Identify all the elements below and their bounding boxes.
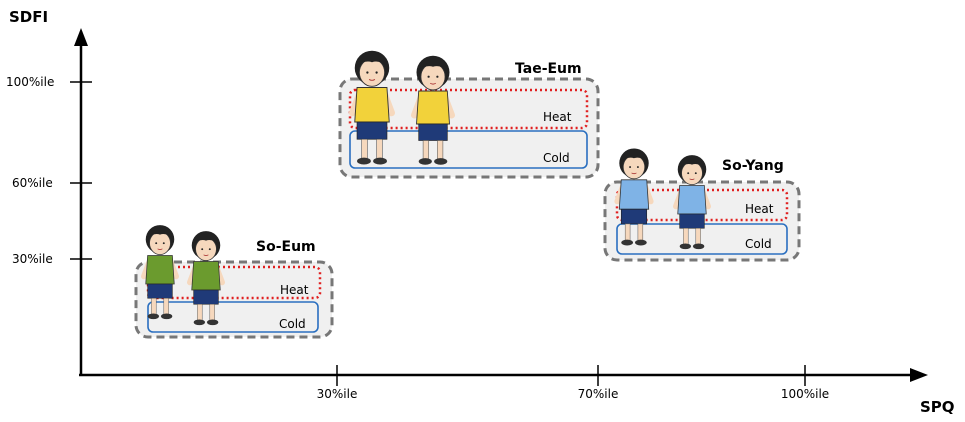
axes: SDFI SPQ 100%ile 60%ile 30%ile 30%ile 70…	[6, 8, 955, 416]
cold-label: Cold	[279, 317, 306, 331]
x-axis-title: SPQ	[920, 398, 955, 416]
cold-label: Cold	[543, 151, 570, 165]
group-so-eum: So-Eum Heat Cold	[134, 225, 334, 339]
group-name: So-Eum	[256, 239, 316, 255]
y-tick-label-60: 60%ile	[12, 176, 53, 190]
group-outer-box	[338, 77, 600, 179]
group-outer-box	[134, 260, 334, 339]
x-tick-label-30: 30%ile	[317, 387, 358, 401]
heat-label: Heat	[745, 202, 774, 216]
heat-label: Heat	[280, 283, 309, 297]
y-tick-label-30: 30%ile	[12, 252, 53, 266]
y-tick-label-100: 100%ile	[6, 75, 54, 89]
cold-box	[349, 130, 588, 169]
group-tae-eum: Tae-Eum Heat Cold	[338, 51, 600, 179]
heat-label: Heat	[543, 110, 572, 124]
x-tick-label-100: 100%ile	[781, 387, 829, 401]
y-axis-title: SDFI	[9, 8, 48, 26]
group-name: So-Yang	[722, 158, 784, 174]
group-name: Tae-Eum	[515, 61, 582, 77]
x-tick-label-70: 70%ile	[578, 387, 619, 401]
group-so-yang: So-Yang Heat Cold	[603, 148, 801, 262]
y-axis-arrowhead	[74, 28, 88, 46]
x-axis-arrowhead	[910, 368, 928, 382]
cold-label: Cold	[745, 237, 772, 251]
heat-box	[146, 265, 322, 300]
